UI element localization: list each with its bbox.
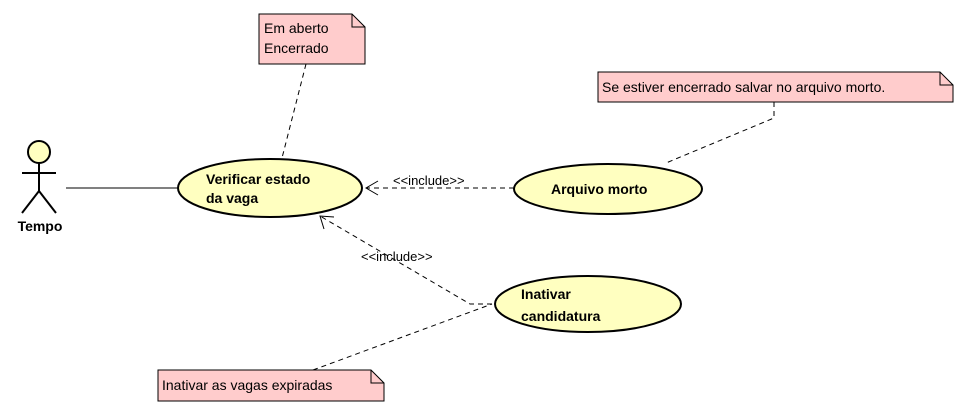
include-label: <<include>> <box>361 249 433 264</box>
note-text: Em aberto <box>264 20 329 36</box>
use-case-label: da vaga <box>206 190 258 206</box>
note-anchor <box>281 63 307 159</box>
note-text: Encerrado <box>264 40 329 56</box>
use-case-label: Verificar estado <box>206 171 310 187</box>
use-case-verificar-estado[interactable]: Verificar estado da vaga <box>177 158 363 218</box>
note-expired[interactable]: Inativar as vagas expiradas <box>157 369 385 402</box>
actor-right-leg <box>38 190 57 214</box>
note-fold <box>370 370 384 384</box>
use-case-label: Inativar <box>521 286 571 302</box>
use-case-label: Arquivo morto <box>551 181 647 197</box>
note-text: Se estiver encerrado salvar no arquivo m… <box>602 79 885 95</box>
note-text: Inativar as vagas expiradas <box>162 377 332 393</box>
note-body <box>597 71 954 103</box>
include-line <box>319 215 492 305</box>
note-body <box>157 369 385 402</box>
use-case-label: candidatura <box>521 308 601 324</box>
note-anchor <box>312 303 493 371</box>
use-case-inativar-candidatura[interactable]: Inativar candidatura <box>494 275 682 333</box>
include-arrowhead <box>365 180 379 196</box>
include-arrowhead <box>319 215 335 230</box>
use-case-ellipse <box>513 163 703 215</box>
note-archive[interactable]: Se estiver encerrado salvar no arquivo m… <box>597 71 954 103</box>
note-body <box>258 13 366 65</box>
actor-label: Tempo <box>18 218 63 234</box>
note-fold <box>351 14 365 28</box>
include-label: <<include>> <box>393 173 465 188</box>
actor-left-leg <box>21 190 40 214</box>
actor-tempo[interactable]: Tempo <box>18 140 63 234</box>
use-case-arquivo-morto[interactable]: Arquivo morto <box>513 163 703 215</box>
note-fold <box>939 72 953 86</box>
use-case-ellipse <box>177 158 363 218</box>
include-relation-inactivate: <<include>> <box>319 215 492 305</box>
note-status[interactable]: Em aberto Encerrado <box>258 13 366 65</box>
use-case-ellipse <box>494 275 682 333</box>
note-anchor <box>665 102 775 164</box>
include-relation-archive: <<include>> <box>365 173 514 196</box>
actor-head <box>27 140 51 164</box>
